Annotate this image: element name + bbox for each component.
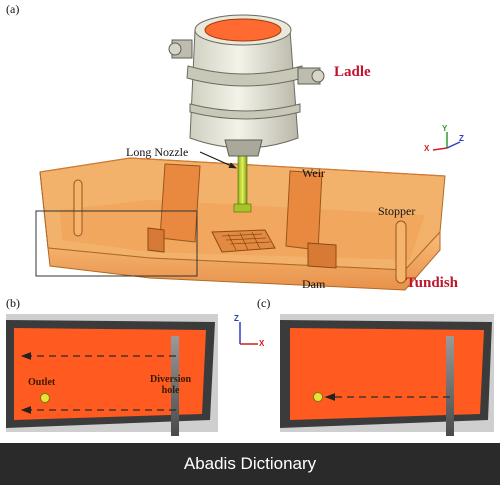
- axis-x-label-b: X: [259, 339, 265, 348]
- outlet-label: Outlet: [28, 377, 56, 388]
- zoom-box: [35, 210, 198, 277]
- axis-y-label-a: Y: [442, 124, 448, 133]
- turbulence-inhibitor: [211, 229, 276, 253]
- long-nozzle-label: Long Nozzle: [126, 145, 189, 159]
- panel-b-view: [6, 314, 218, 436]
- ladle: [168, 14, 325, 157]
- tundish-label: Tundish: [406, 275, 459, 291]
- diversion-hole-label: Diversion hole: [150, 374, 191, 396]
- weir-label: Weir: [302, 166, 326, 180]
- panel-c-tag: (c): [257, 296, 271, 310]
- axis-x-label-a: X: [424, 144, 430, 153]
- weir-walls: [159, 163, 323, 251]
- panel-c-view: [280, 314, 494, 436]
- axis-triad-a: [432, 132, 461, 151]
- axis-z-label-b: Z: [234, 314, 239, 323]
- panel-a-tag: (a): [6, 2, 20, 16]
- dam-blocks: [147, 227, 337, 269]
- axis-z-label-a: Z: [459, 134, 464, 143]
- long-nozzle: [237, 151, 248, 211]
- diversion-hole-line1: Diversion: [150, 374, 192, 385]
- axis-triad-b: [239, 322, 258, 345]
- diversion-hole-line2: hole: [161, 385, 180, 396]
- dam-label: Dam: [302, 277, 326, 291]
- stoppers: [73, 179, 407, 284]
- footer-brand-text: Abadis Dictionary: [183, 454, 317, 473]
- footer-brand-bar: Abadis Dictionary: [0, 443, 500, 485]
- stopper-label: Stopper: [378, 204, 416, 218]
- ladle-label: Ladle: [334, 64, 371, 80]
- panel-b-tag: (b): [6, 296, 20, 310]
- diagram-artwork: [6, 14, 494, 436]
